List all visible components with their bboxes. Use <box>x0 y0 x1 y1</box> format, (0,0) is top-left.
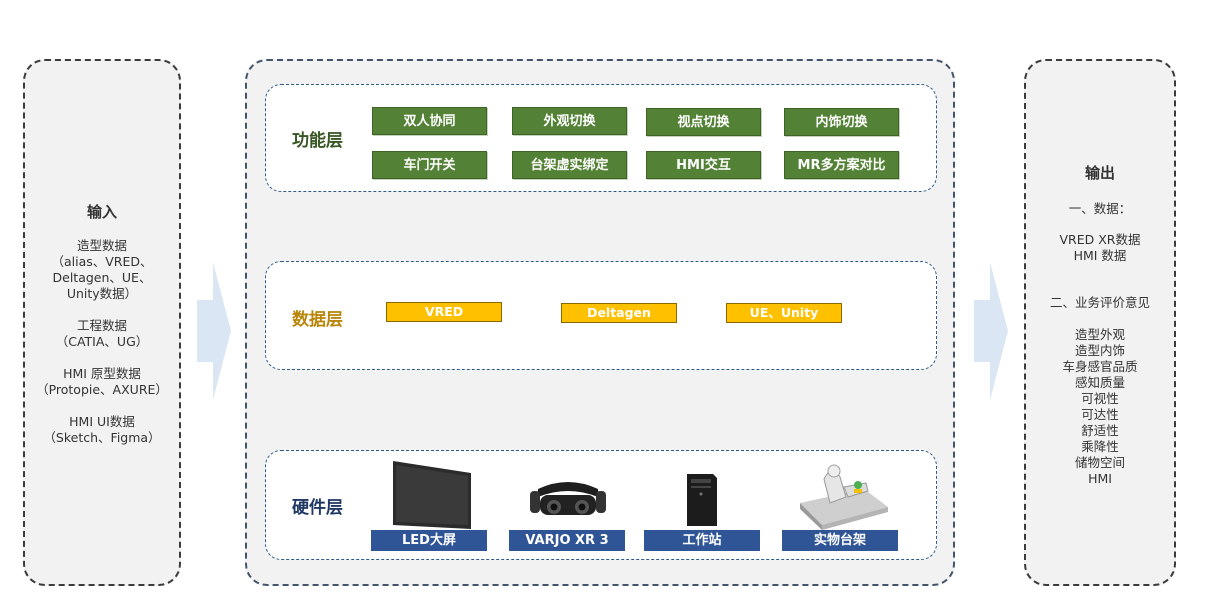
flow-arrow-input <box>197 262 231 400</box>
function-item-viewpoint-switch: 视点切换 <box>646 108 761 136</box>
function-item-dual-collab: 双人协同 <box>372 107 487 135</box>
function-item-door-switch: 车门开关 <box>372 151 487 179</box>
flow-arrow-output <box>974 262 1008 400</box>
input-group-engineering: 工程数据 （CATIA、UG） <box>25 318 179 350</box>
function-item-interior-switch: 内饰切换 <box>784 108 899 136</box>
workstation-icon <box>683 472 719 528</box>
output-section-data-items: VRED XR数据 HMI 数据 <box>1026 232 1174 264</box>
input-group-modeling: 造型数据 （alias、VRED、 Deltagen、UE、 Unity数据） <box>25 238 179 302</box>
output-title: 输出 <box>1026 162 1174 183</box>
function-item-mr-compare: MR多方案对比 <box>784 151 899 179</box>
function-layer: 功能层 双人协同 外观切换 视点切换 内饰切换 车门开关 台架虚实绑定 HMI交… <box>265 84 937 192</box>
data-layer: 数据层 VRED Deltagen UE、Unity <box>265 261 937 370</box>
input-group-hmi-prototype: HMI 原型数据 （Protopie、AXURE） <box>25 366 179 398</box>
output-panel: 输出 一、数据： VRED XR数据 HMI 数据 二、业务评价意见 造型外观 … <box>1024 59 1176 586</box>
function-item-rig-binding: 台架虚实绑定 <box>512 151 627 179</box>
output-section-data-title: 一、数据： <box>1026 201 1174 217</box>
input-panel: 输入 造型数据 （alias、VRED、 Deltagen、UE、 Unity数… <box>23 59 181 586</box>
hardware-label-led: LED大屏 <box>371 530 487 551</box>
physical-rig-icon <box>794 459 890 531</box>
output-section-review-title: 二、业务评价意见 <box>1026 295 1174 311</box>
hardware-label-rig: 实物台架 <box>782 530 898 551</box>
data-item-vred: VRED <box>386 302 502 322</box>
output-section-review-items: 造型外观 造型内饰 车身感官品质 感知质量 可视性 可达性 舒适性 乘降性 储物… <box>1026 327 1174 487</box>
data-layer-title: 数据层 <box>292 305 343 330</box>
data-item-deltagen: Deltagen <box>561 303 677 323</box>
hardware-label-workstation: 工作站 <box>644 530 760 551</box>
function-item-exterior-switch: 外观切换 <box>512 107 627 135</box>
hardware-layer: 硬件层 <box>265 450 937 560</box>
function-layer-title: 功能层 <box>292 126 343 151</box>
hardware-label-varjo: VARJO XR 3 <box>509 530 625 551</box>
led-screen-icon <box>391 459 473 531</box>
function-item-hmi-interaction: HMI交互 <box>646 151 761 179</box>
vr-headset-icon <box>528 475 608 525</box>
data-item-ue-unity: UE、Unity <box>726 303 842 323</box>
input-group-hmi-ui: HMI UI数据 （Sketch、Figma） <box>25 414 179 446</box>
architecture-panel: 功能层 双人协同 外观切换 视点切换 内饰切换 车门开关 台架虚实绑定 HMI交… <box>245 59 955 586</box>
hardware-layer-title: 硬件层 <box>292 493 343 518</box>
input-title: 输入 <box>25 201 179 222</box>
